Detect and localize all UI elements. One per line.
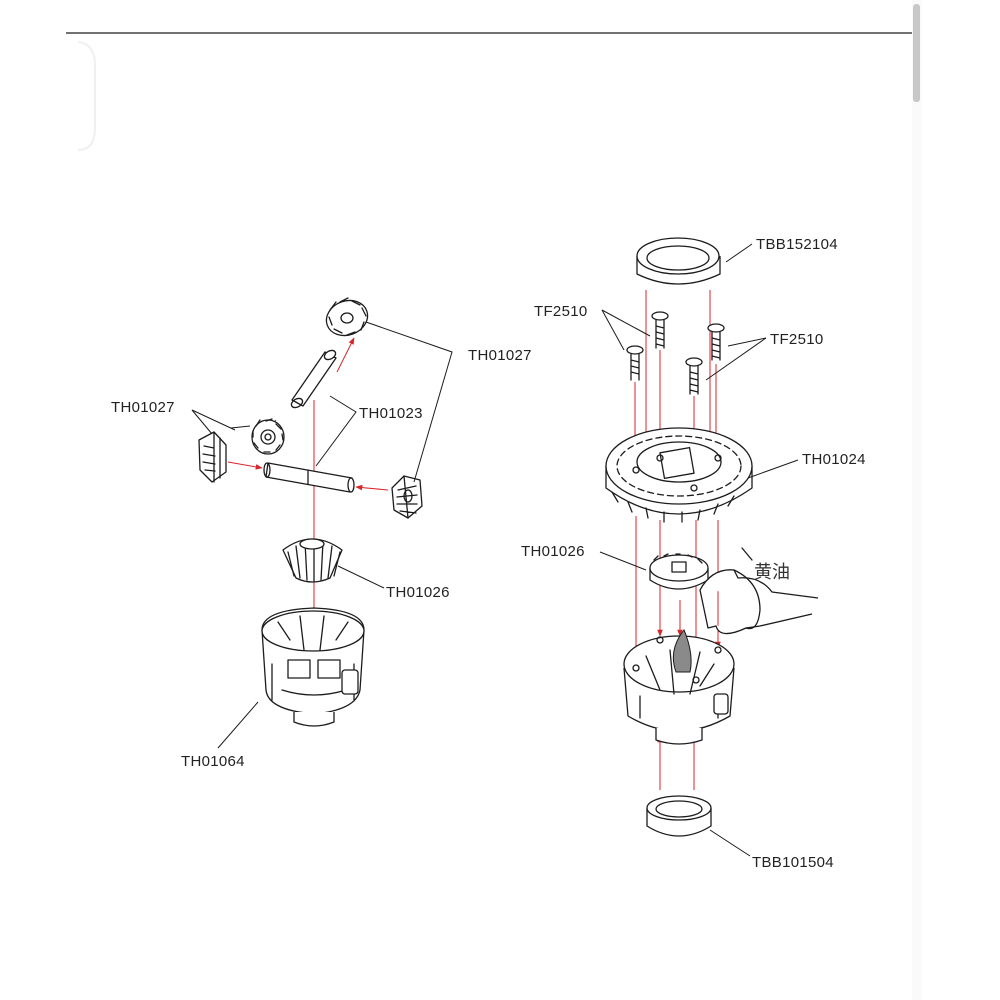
bevel-gear-right <box>391 475 423 519</box>
right-assembly: TBB152104 TF2510 TF2510 TH01024 TH01026 … <box>521 236 866 871</box>
label-th01027-top: TH01027 <box>468 347 532 364</box>
label-tf2510-right: TF2510 <box>770 331 824 348</box>
bevel-gear-left <box>198 431 227 483</box>
left-leader-lines <box>191 321 453 749</box>
label-th01024: TH01024 <box>802 451 866 468</box>
label-tbb101504: TBB101504 <box>752 854 834 871</box>
label-tbb152104: TBB152104 <box>756 236 838 253</box>
label-th01026-right: TH01026 <box>521 543 585 560</box>
label-grease: 黄油 <box>754 562 790 583</box>
scrollbar-thumb[interactable] <box>913 4 920 102</box>
bevel-gear-center <box>282 538 343 583</box>
right-leader-lines <box>599 243 799 857</box>
bevel-gear-top <box>325 297 369 337</box>
screw-1 <box>651 311 669 349</box>
screw-4 <box>685 357 703 395</box>
long-cross-pin <box>263 462 355 493</box>
diff-housing-right <box>623 629 735 745</box>
bevel-gear-center-right <box>649 553 709 590</box>
label-th01026-left: TH01026 <box>386 584 450 601</box>
left-assembly: TH01027 TH01027 TH01023 TH01026 TH01064 <box>111 297 532 770</box>
diff-housing <box>261 607 365 727</box>
label-tf2510-left: TF2510 <box>534 303 588 320</box>
label-th01023: TH01023 <box>359 405 423 422</box>
grease-tube <box>699 547 819 635</box>
label-th01064: TH01064 <box>181 753 245 770</box>
screw-2 <box>707 323 725 361</box>
screw-3 <box>626 345 644 381</box>
bearing-top <box>636 237 721 285</box>
ring-gear <box>605 427 753 523</box>
short-pin <box>290 349 337 409</box>
scrollbar[interactable] <box>912 0 922 1000</box>
bearing-bottom <box>646 795 712 837</box>
label-th01027-left: TH01027 <box>111 399 175 416</box>
bevel-gear-front <box>251 418 285 455</box>
